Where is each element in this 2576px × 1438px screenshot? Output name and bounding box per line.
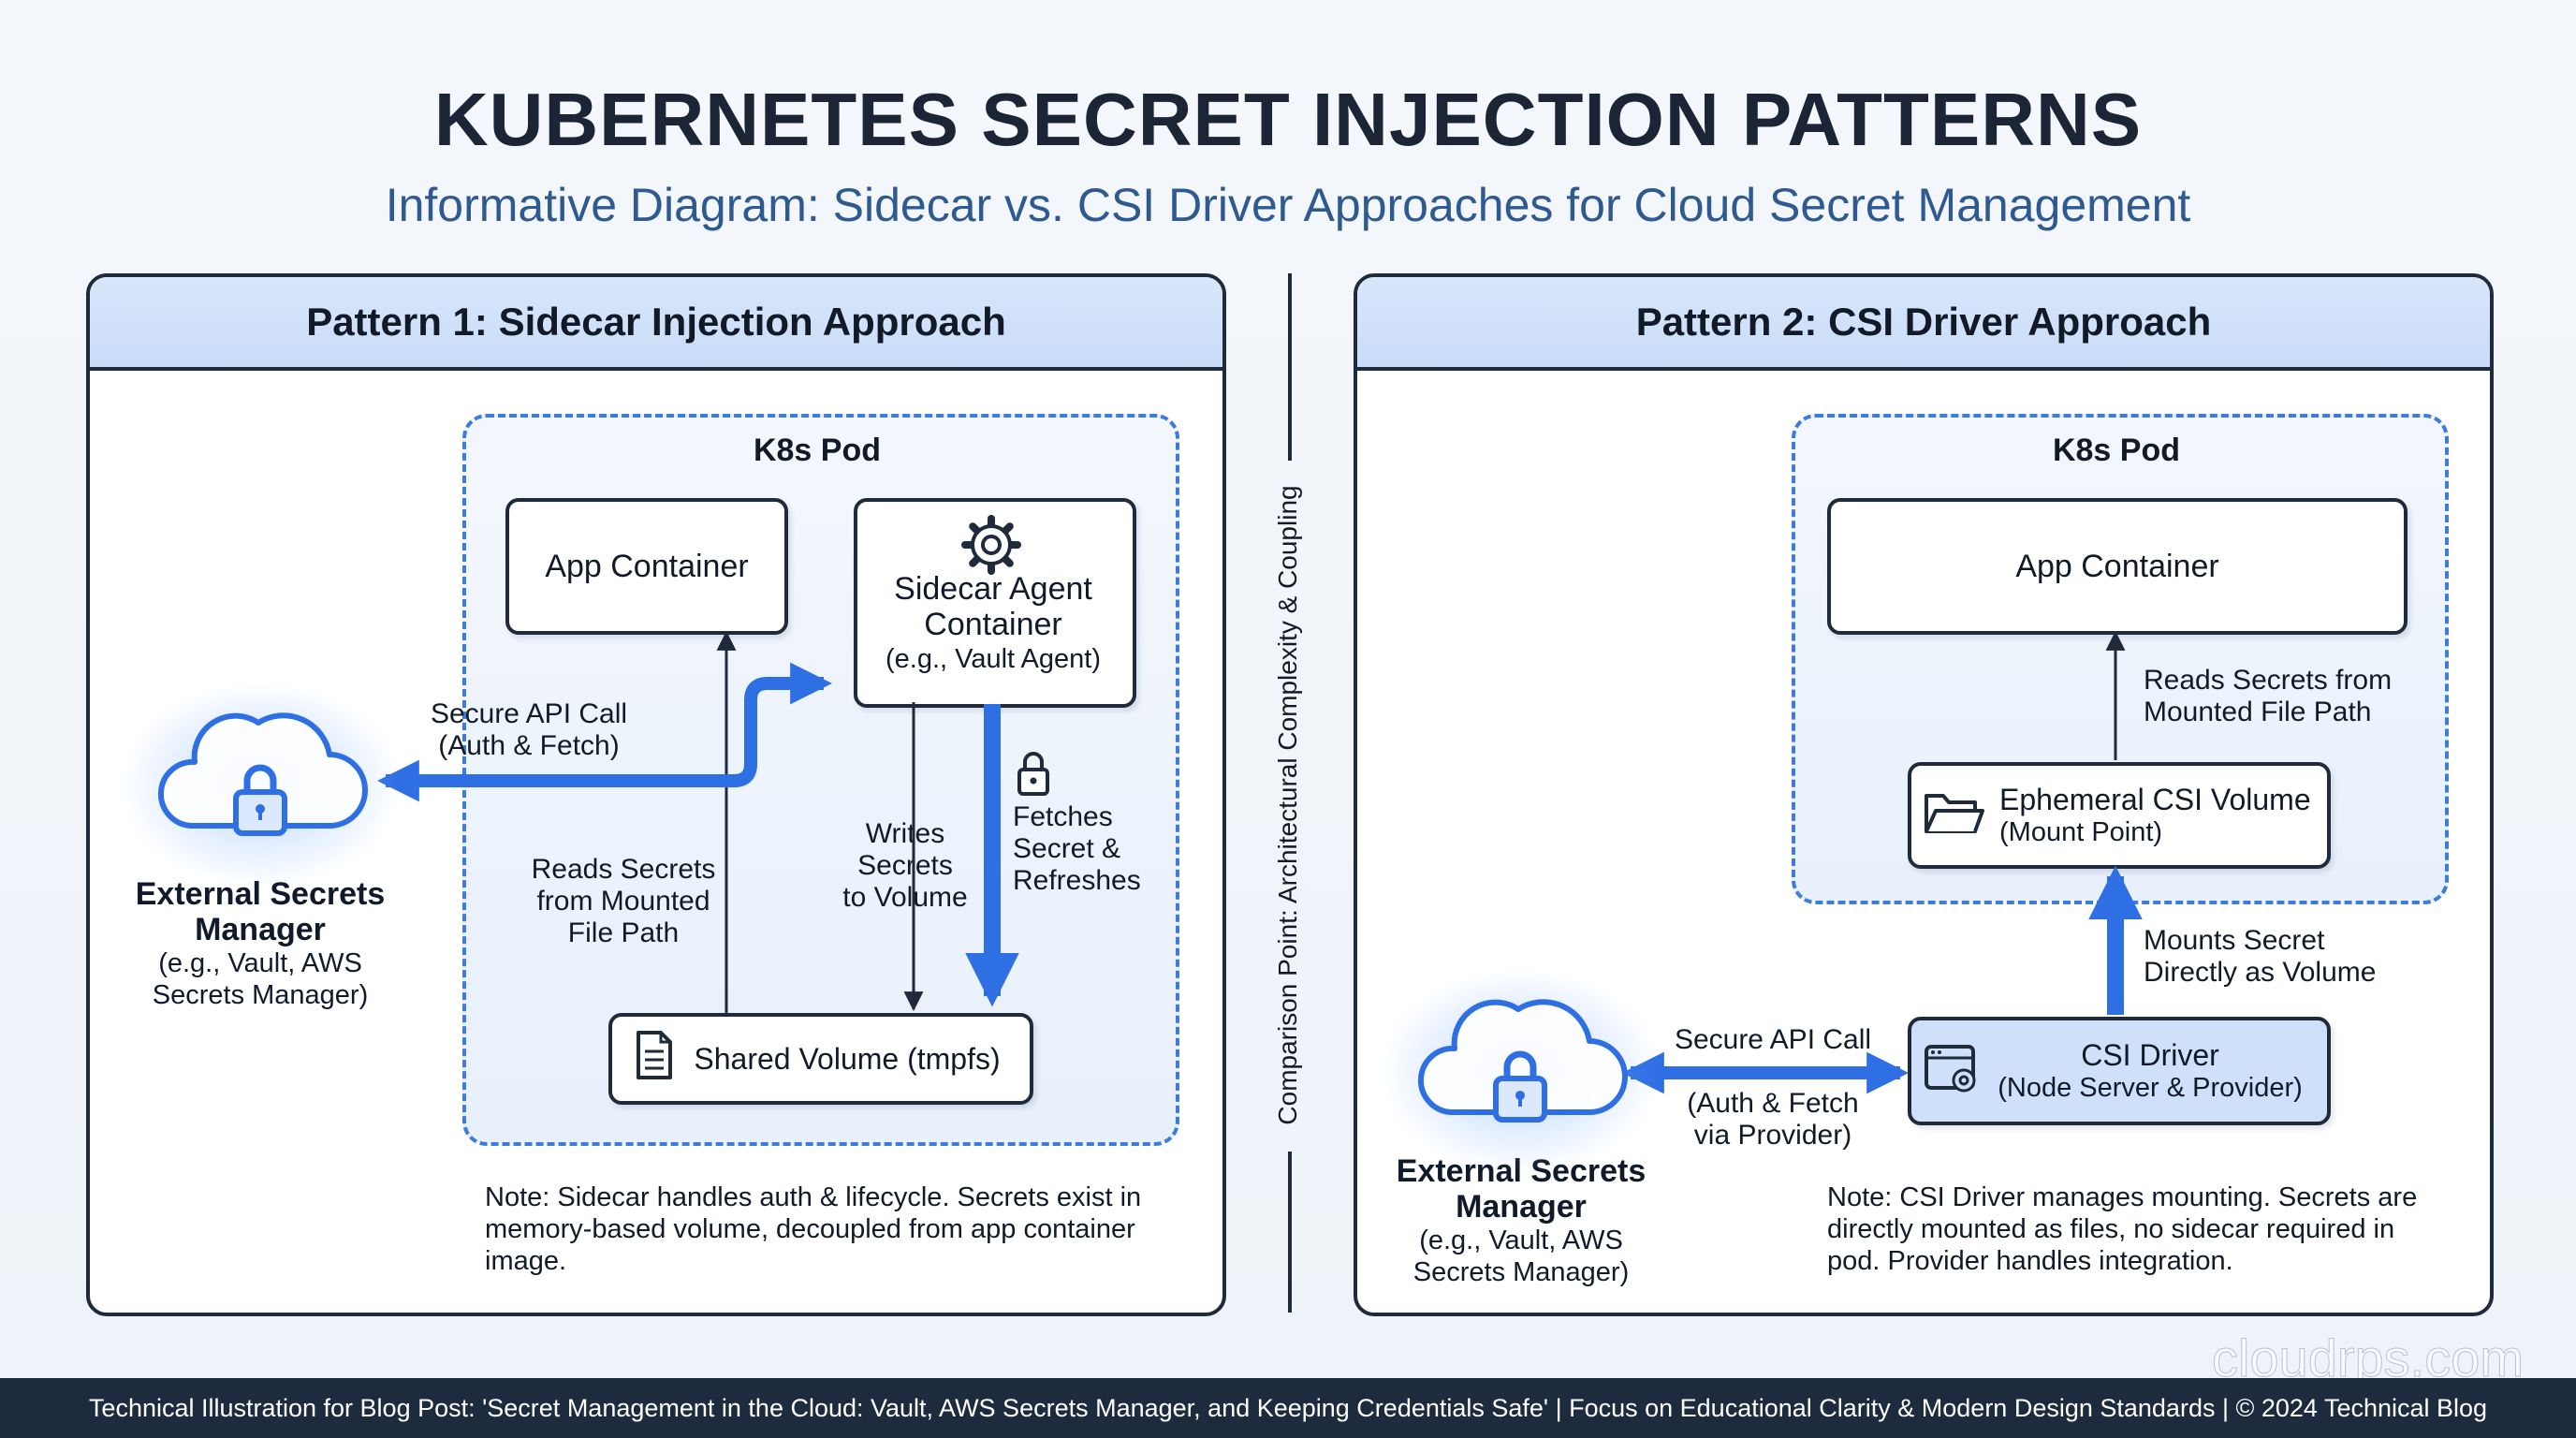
pattern2-pod-label: K8s Pod — [2052, 433, 2181, 468]
pattern1-title: Pattern 1: Sidecar Injection Approach — [90, 277, 1222, 371]
pattern2-reads-label: Reads Secrets from Mounted File Path — [2144, 665, 2393, 727]
pattern2-api-call-label-top: Secure API Call — [1674, 1024, 1872, 1055]
page-subtitle: Informative Diagram: Sidecar vs. CSI Dri… — [385, 179, 2191, 231]
divider-line-top — [1288, 273, 1292, 461]
pattern1-api-arrow — [377, 662, 832, 802]
cloud-lock-icon — [1380, 968, 1661, 1174]
driver-icon — [1925, 1045, 1976, 1093]
pattern2-title: Pattern 2: CSI Driver Approach — [1357, 277, 2490, 371]
footer-text: Technical Illustration for Blog Post: 'S… — [88, 1393, 2488, 1422]
pattern1-shared-volume: Shared Volume (tmpfs) — [608, 1013, 1033, 1105]
watermark: cloudrps.com — [2211, 1328, 2524, 1388]
footer-bar: Technical Illustration for Blog Post: 'S… — [0, 1378, 2576, 1438]
pattern2-note: Note: CSI Driver manages mounting. Secre… — [1827, 1182, 2418, 1276]
lock-icon — [1017, 752, 1049, 796]
pattern1-sidecar-container — [854, 498, 1136, 708]
pattern1-external-label: External Secrets Manager (e.g., Vault, A… — [135, 876, 386, 1010]
pattern2-mounts-label: Mounts Secret Directly as Volume — [2144, 925, 2377, 988]
pattern2-app-container: App Container — [1827, 498, 2408, 635]
pattern1-pod-label: K8s Pod — [753, 433, 882, 468]
divider-line-bottom — [1288, 1152, 1292, 1313]
gear-icon — [961, 515, 1021, 575]
pattern2-csi-driver: CSI Driver (Node Server & Provider) — [1908, 1017, 2331, 1125]
pattern1-note: Note: Sidecar handles auth & lifecycle. … — [485, 1182, 1142, 1276]
pattern1-reads-label: Reads Secrets from Mounted File Path — [531, 854, 716, 948]
document-icon — [637, 1031, 672, 1079]
pattern1-app-container: App Container — [505, 498, 788, 635]
cloud-lock-icon — [120, 682, 401, 888]
pattern1-writes-label: Writes Secrets to Volume — [842, 818, 968, 913]
pattern1-fetches-label: Fetches Secret & Refreshes — [1013, 801, 1141, 896]
folder-icon — [1925, 794, 1984, 833]
page-title: KUBERNETES SECRET INJECTION PATTERNS — [433, 78, 2143, 161]
pattern1-sidecar-text: Sidecar Agent Container (e.g., Vault Age… — [886, 571, 1101, 674]
